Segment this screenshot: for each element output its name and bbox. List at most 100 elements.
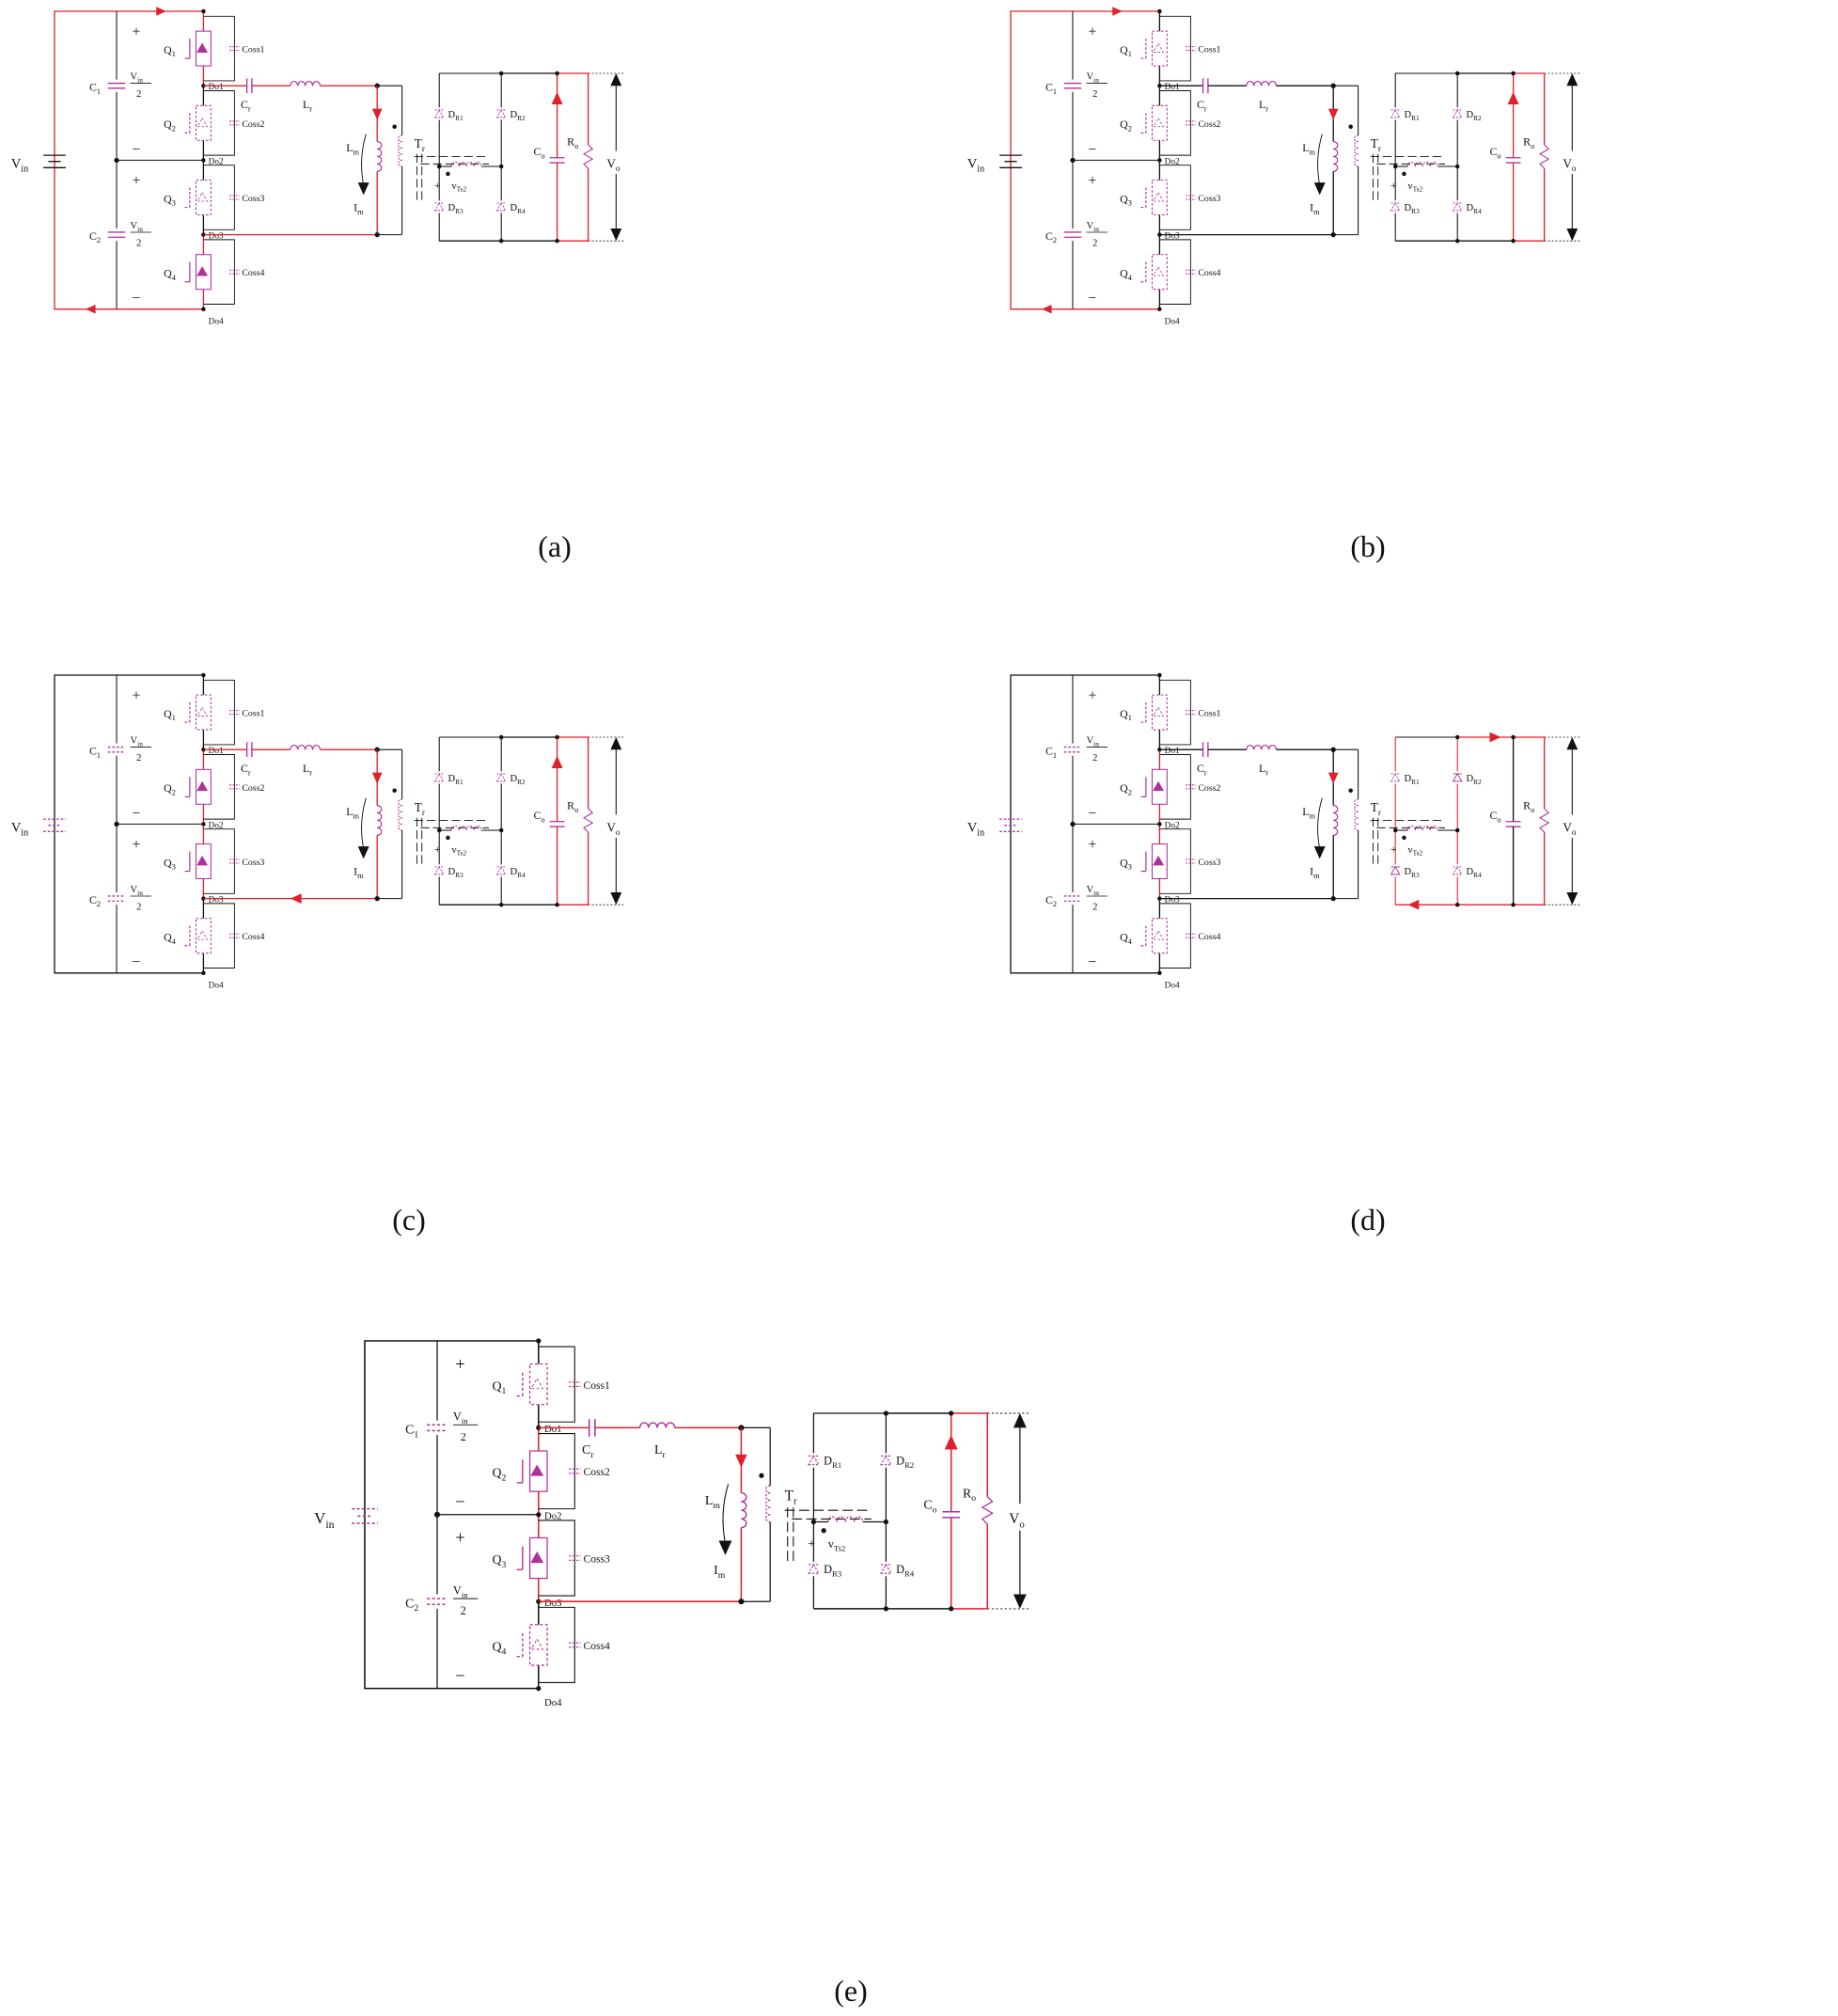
ro-label: Ro xyxy=(567,135,578,150)
body-diode-icon xyxy=(196,191,209,202)
output-node-label: Do1 xyxy=(209,746,224,755)
cr-label: Cr xyxy=(1197,762,1207,777)
c2-minus: − xyxy=(455,1666,464,1685)
diode-gap xyxy=(495,771,507,784)
lr-coil xyxy=(305,745,314,750)
output-node-label: Do2 xyxy=(1165,156,1180,165)
c2-plus: + xyxy=(1089,837,1097,853)
c1-den: 2 xyxy=(136,89,141,100)
input-loop-wire xyxy=(54,10,118,310)
switch-label-q3: Q3 xyxy=(164,192,176,207)
mid-junction xyxy=(114,157,119,164)
output-node xyxy=(498,71,504,76)
c1-plus: + xyxy=(133,24,141,39)
body-diode-icon xyxy=(530,1638,544,1650)
lm-coil xyxy=(377,819,383,828)
primary-coil xyxy=(1354,147,1359,155)
lm-coil xyxy=(377,805,383,814)
output-node xyxy=(498,734,504,740)
polarity-dot xyxy=(759,1473,764,1478)
diode-gap xyxy=(880,1453,892,1468)
output-node xyxy=(555,238,559,244)
output-node xyxy=(883,1410,889,1416)
rectifier-diode-label-1: DR1 xyxy=(824,1455,841,1470)
coss-label: Coss2 xyxy=(584,1467,610,1478)
switch-node-dot xyxy=(201,8,206,14)
polarity-dot xyxy=(1348,788,1353,794)
im-curve xyxy=(361,797,367,849)
vo-arrow-up xyxy=(1566,73,1579,87)
c2-plus: + xyxy=(1089,173,1097,189)
diode-gap xyxy=(433,200,445,213)
diode-gap xyxy=(1452,200,1463,213)
c1-vin-half: Vin xyxy=(131,736,144,748)
switch-label-q3: Q3 xyxy=(1120,192,1132,207)
body-diode-icon xyxy=(196,42,209,53)
body-diode-icon xyxy=(1153,706,1165,717)
coss-label: Coss3 xyxy=(584,1554,610,1566)
c1-label: C1 xyxy=(405,1423,418,1441)
input-loop-wire xyxy=(1010,674,1074,974)
coss-branch xyxy=(1159,754,1191,820)
im-label: Im xyxy=(353,201,364,216)
coss-label: Coss2 xyxy=(1198,783,1220,794)
co-label: Co xyxy=(1490,809,1501,824)
c1-label: C1 xyxy=(89,80,101,95)
body-diode-icon xyxy=(196,855,209,866)
c2-gap xyxy=(1063,892,1082,906)
output-node xyxy=(1454,71,1460,76)
lm-coil xyxy=(1333,827,1339,836)
body-diode-icon xyxy=(196,780,209,792)
coss-label: Coss4 xyxy=(1198,268,1220,278)
coss-label: Coss3 xyxy=(242,858,264,868)
tr-label: Tr xyxy=(785,1488,797,1506)
switch-label-q1: Q1 xyxy=(1120,707,1132,722)
switch-node-dot xyxy=(536,1338,542,1344)
mosfet-q1-body xyxy=(195,30,212,67)
diode-gap xyxy=(808,1453,820,1468)
lm-coil xyxy=(1333,811,1339,822)
lr-coil xyxy=(1253,81,1263,87)
rectifier-diode-label-3: DR3 xyxy=(448,203,463,215)
output-node xyxy=(555,902,559,907)
output-node-label: Do1 xyxy=(544,1424,562,1435)
tr-label: Tr xyxy=(1371,136,1381,153)
ro-resistor xyxy=(582,144,594,169)
c1-minus: − xyxy=(133,142,141,158)
secondary-coil xyxy=(473,161,482,167)
vts2-label: vTs2 xyxy=(1407,181,1422,194)
rectifier-diode-icon xyxy=(1390,866,1401,875)
co-current-arrow xyxy=(1507,91,1519,105)
output-node xyxy=(555,734,559,740)
rectifier-diode-icon xyxy=(495,773,507,782)
primary-coil xyxy=(398,159,402,167)
coss-branch xyxy=(538,1433,575,1510)
im-curve xyxy=(1317,134,1323,185)
rectifier-diode-icon xyxy=(1390,202,1401,212)
im-label: Im xyxy=(353,865,364,880)
lm-coil xyxy=(1333,141,1339,150)
c2-den: 2 xyxy=(461,1604,466,1617)
primary-coil xyxy=(398,141,402,149)
c2-label: C2 xyxy=(89,893,101,908)
output-node-label: Do2 xyxy=(544,1510,562,1521)
output-node xyxy=(1454,902,1460,907)
primary-coil xyxy=(1354,153,1359,161)
c2-plus: + xyxy=(133,173,141,189)
rectifier-diode-icon xyxy=(433,866,445,875)
vts2-plus: + xyxy=(434,843,441,856)
switch-label-q4: Q4 xyxy=(493,1640,507,1658)
im-arrow xyxy=(357,846,369,859)
lr-coil xyxy=(1267,745,1278,750)
body-diode-icon xyxy=(530,1551,544,1564)
output-node-label: Do2 xyxy=(209,156,224,165)
input-loop-wire xyxy=(364,1340,437,1690)
body-diode-icon xyxy=(1153,42,1165,53)
lr-coil xyxy=(1253,745,1263,750)
cr-label: Cr xyxy=(1197,98,1207,113)
c1-gap xyxy=(1063,79,1082,92)
switch-label-q4: Q4 xyxy=(164,930,177,945)
c2-den: 2 xyxy=(1092,902,1097,912)
